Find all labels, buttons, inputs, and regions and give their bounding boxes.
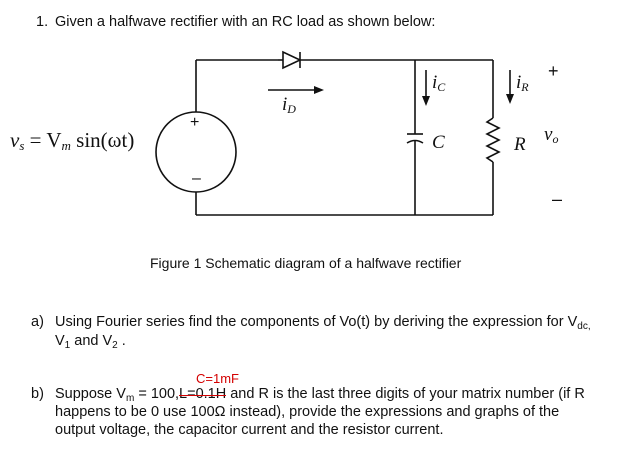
capacitor-label: C (432, 132, 445, 153)
ic-arrow-icon (422, 70, 430, 106)
vo-plus-label: + (548, 61, 559, 81)
vm-sub: m (125, 393, 135, 404)
vs-symbol: v (10, 128, 20, 152)
part-b-line3: output voltage, the capacitor current an… (55, 422, 444, 438)
rectifier-schematic (155, 50, 514, 216)
source-plus-label: + (190, 114, 200, 131)
id-subscript: D (287, 102, 296, 116)
vm-symbol: Suppose V (55, 386, 126, 402)
vs-func: sin(ωt) (70, 128, 135, 152)
part-a-label: a) (31, 314, 44, 330)
v2-subscript: 2 (112, 340, 118, 351)
part-b-text1: and R is the last three digits of your m… (226, 386, 585, 402)
vo-label: vo (544, 124, 559, 148)
source-minus-label: – (192, 170, 201, 187)
id-label: iD (282, 94, 296, 118)
part-b-line1: Suppose Vm = 100,L=0.1H and R is the las… (55, 385, 585, 408)
question-intro: Given a halfwave rectifier with an RC lo… (55, 14, 436, 30)
vs-subscript: s (19, 138, 25, 153)
ic-label: iC (432, 72, 446, 96)
struck-inductance: L=0.1H (179, 386, 227, 402)
part-a-text: Using Fourier series find the components… (55, 314, 578, 330)
ir-symbol: i (516, 72, 522, 93)
vm-value: = 100, (134, 386, 180, 402)
vm-subscript: m (61, 138, 71, 153)
ac-source-symbol (155, 111, 237, 193)
id-symbol: i (282, 94, 288, 115)
v1-symbol: V (55, 333, 65, 349)
vs-rhs: = V (24, 128, 62, 152)
part-b-line2: happens to be 0 use 100Ω instead), provi… (55, 404, 560, 420)
resistor-label: R (514, 134, 526, 155)
vo-minus-label: – (552, 189, 563, 209)
part-b-label: b) (31, 386, 44, 402)
ic-symbol: i (432, 72, 438, 93)
ir-subscript: R (521, 80, 529, 94)
v2-symbol: and V (70, 333, 113, 349)
figure-caption: Figure 1 Schematic diagram of a halfwave… (150, 255, 462, 271)
part-a-end: . (117, 333, 126, 349)
id-arrow-icon (268, 86, 324, 94)
v1-subscript: 1 (64, 340, 71, 351)
vo-subscript: o (552, 132, 559, 146)
part-a-line1: Using Fourier series find the components… (55, 313, 591, 336)
part-a-line2: V1 and V2 . (55, 332, 126, 355)
ic-subscript: C (437, 80, 446, 94)
diode-symbol (278, 50, 302, 70)
vo-symbol: v (544, 124, 553, 145)
resistor-symbol (485, 117, 501, 163)
ir-label: iR (516, 72, 529, 96)
vdc-subscript: dc, (577, 321, 591, 332)
capacitance-annotation: C=1mF (196, 371, 239, 386)
source-equation: vs = Vm sin(ωt) (10, 128, 134, 158)
question-number: 1. (36, 14, 49, 30)
ir-arrow-icon (506, 70, 514, 104)
